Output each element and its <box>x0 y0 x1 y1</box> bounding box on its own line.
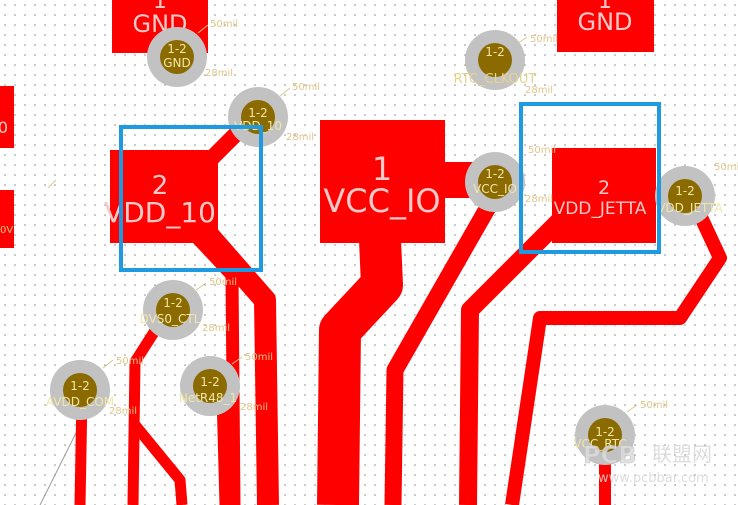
via-layers: 1-2 <box>70 379 90 393</box>
annotation-diameter: 50mil <box>292 82 320 93</box>
annotation-hole: 28mil <box>205 68 233 79</box>
via-gnd[interactable]: 1-2 GND <box>147 27 207 87</box>
pad-left-edge-2[interactable]: 0V <box>0 190 14 248</box>
via-avdd[interactable]: 1-2 AVDD_COM <box>46 360 114 420</box>
via-net: VDD_JETTA <box>657 201 723 215</box>
via-net: DVS0_CTL <box>140 312 201 326</box>
trace-vccio-main[interactable] <box>317 239 403 505</box>
pad-gnd-right[interactable]: 1 GND <box>557 0 654 52</box>
pad-number: 1 <box>598 0 612 14</box>
annotation-diameter: 50mil <box>245 352 273 363</box>
annotation-arrow <box>102 359 114 369</box>
watermark-logo: PCB <box>583 441 637 469</box>
annotations: 50mil 28mil 50mil 28mil 50mil 28mil 50mi… <box>47 19 738 417</box>
via-vccio[interactable]: 1-2 VCC_IO <box>465 152 525 212</box>
annotation-arrow <box>195 282 207 291</box>
via-layers: 1-2 <box>485 45 505 59</box>
pad-net-label: GND <box>577 8 632 36</box>
via-rtc[interactable]: 1-2 <box>465 30 525 90</box>
net-label-rtc-clkout: RTC_CLKOUT <box>454 72 537 87</box>
trace-jetta-down[interactable] <box>459 208 572 505</box>
pad-vdd-jetta[interactable]: 2 VDD_JETTA <box>552 148 656 243</box>
pad-net-label: VDD_JETTA <box>554 199 647 219</box>
via-netr48[interactable]: 1-2 NetR48_1 <box>179 356 240 416</box>
pad-vcc-io[interactable]: 1 VCC_IO <box>320 120 445 243</box>
annotation-arrow <box>626 404 638 413</box>
annotation-arrow <box>197 24 209 34</box>
via-net: VCC_IO <box>473 182 517 196</box>
trace-vccio-via-down[interactable] <box>384 190 503 505</box>
annotation-arrow <box>279 87 291 97</box>
selection-box-vdd-10[interactable] <box>119 125 263 272</box>
trace-dvs0-branch[interactable] <box>130 421 188 505</box>
vias: 1-2 GND 1-2 VDD_10 1-2 1-2 VCC_IO 1-2 VD… <box>46 27 724 465</box>
annotation-arrow <box>47 179 57 189</box>
watermark-url: www.pcbbar.com <box>598 471 709 486</box>
via-layers: 1-2 <box>485 167 505 181</box>
via-net: NetR48_1 <box>179 391 237 405</box>
via-net: AVDD_COM <box>46 395 114 409</box>
annotation-diameter: 50mil <box>640 400 668 411</box>
annotation-diameter: 50mil <box>714 162 738 173</box>
annotation-hole: 28mil <box>202 323 230 334</box>
annotation-hole: 28mil <box>240 402 268 413</box>
annotation-arrow <box>231 356 243 365</box>
annotation-hole: 28mil <box>109 406 137 417</box>
pad-net-label: 0 <box>0 118 8 137</box>
pad-left-edge-1[interactable]: 0 <box>0 86 14 148</box>
annotation-hole: 28mil <box>286 132 314 143</box>
trace-vdd10-side[interactable] <box>183 223 241 505</box>
via-layers: 1-2 <box>163 296 183 310</box>
pad-number: 1 <box>372 150 392 188</box>
annotation-diameter: 50mil <box>530 34 558 45</box>
selection-box-vdd-jetta[interactable] <box>519 102 661 254</box>
annotation-diameter: 50mil <box>210 19 238 30</box>
annotation-hole: 28mil <box>525 194 553 205</box>
trace-jetta-right[interactable] <box>505 212 727 505</box>
pad-number: 1 <box>153 0 167 14</box>
via-vdd10[interactable]: 1-2 VDD_10 <box>228 87 288 147</box>
pad-net-label: 0V <box>0 225 13 236</box>
via-net: GND <box>163 56 191 70</box>
via-layers: 1-2 <box>167 42 187 56</box>
via-layers: 1-2 <box>248 106 268 120</box>
via-jetta[interactable]: 1-2 VDD_JETTA <box>655 166 724 226</box>
pad-net-label: VCC_IO <box>323 182 440 220</box>
watermark-text: 联盟网 <box>652 442 712 466</box>
pad-number: 2 <box>152 171 169 201</box>
via-layers: 1-2 <box>675 184 695 198</box>
via-bottom[interactable]: 1-2 VCC_RTC <box>573 405 635 465</box>
annotation-diameter: 50mil <box>209 277 237 288</box>
annotation-diameter: 50mil <box>528 145 556 156</box>
via-net: VCC_RTC <box>573 437 626 451</box>
via-dvs0[interactable]: 1-2 DVS0_CTL <box>140 280 203 340</box>
annotation-arrow <box>516 36 528 45</box>
watermark: PCB 联盟网 www.pcbbar.com <box>583 441 712 486</box>
trace-netr48[interactable] <box>216 394 231 505</box>
pad-number: 2 <box>598 177 610 199</box>
via-layers: 1-2 <box>200 375 220 389</box>
annotation-diameter: 50mil <box>116 356 144 367</box>
trace-vdd10-down[interactable] <box>186 212 279 505</box>
via-layers: 1-2 <box>595 425 615 439</box>
annotation-hole: 28mil <box>525 85 553 96</box>
